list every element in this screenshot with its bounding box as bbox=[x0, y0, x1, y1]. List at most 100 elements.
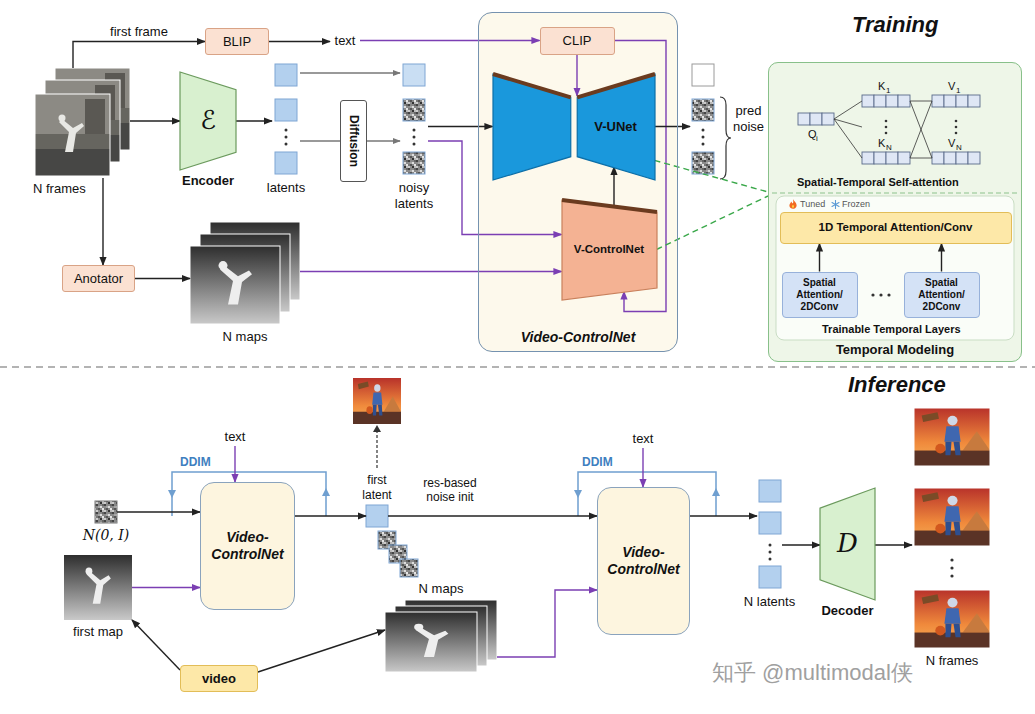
panel-fill bbox=[776, 196, 1014, 340]
connector bbox=[73, 42, 205, 69]
legend-text: Tuned bbox=[800, 199, 825, 210]
first-map bbox=[64, 555, 132, 620]
model-box: CLIP bbox=[540, 27, 615, 55]
label: Inference bbox=[848, 372, 946, 398]
node-text: latents bbox=[267, 180, 305, 196]
text-holder: N frames bbox=[33, 181, 86, 197]
connector bbox=[236, 120, 272, 121]
label: i bbox=[816, 134, 818, 144]
first-map bbox=[64, 555, 132, 620]
latent-squares bbox=[692, 64, 714, 86]
text-holder: N(0, I) bbox=[83, 527, 130, 544]
node-text: Decoder bbox=[821, 603, 873, 619]
node-text: text bbox=[225, 429, 246, 445]
attention-links bbox=[834, 101, 862, 119]
node-text: N maps bbox=[419, 581, 464, 597]
ddim-arrowhead bbox=[168, 490, 176, 498]
ellipsis-dots bbox=[950, 574, 953, 577]
attention-cells bbox=[968, 95, 980, 107]
attention-links bbox=[910, 101, 932, 102]
attention-cells bbox=[932, 95, 944, 107]
connector bbox=[132, 620, 180, 670]
node-text: N frames bbox=[926, 653, 979, 669]
image-stack: N maps bbox=[190, 222, 300, 325]
outline-part bbox=[493, 74, 571, 97]
panel-fill bbox=[478, 12, 678, 352]
label: V bbox=[948, 80, 955, 93]
text-holder: K bbox=[878, 80, 885, 93]
connector bbox=[117, 511, 200, 512]
ellipsis-dots bbox=[769, 551, 772, 554]
depth-maps bbox=[385, 600, 497, 672]
node-text: Spatial Attention/ 2DConv bbox=[913, 277, 971, 313]
text-holder: DDIM bbox=[582, 455, 613, 469]
text-holder: N frames bbox=[926, 653, 979, 669]
node-text: first latent bbox=[362, 473, 391, 502]
connector bbox=[367, 140, 400, 141]
node-text: video bbox=[202, 671, 236, 687]
connector bbox=[642, 448, 643, 487]
text-holder: Encoder bbox=[182, 173, 234, 189]
latent-squares bbox=[403, 64, 425, 86]
attention-cells bbox=[874, 152, 886, 164]
label: res-based noise init bbox=[418, 476, 482, 505]
text-holder: DDIM bbox=[180, 455, 211, 469]
connector bbox=[135, 278, 190, 279]
node-text: pred noise bbox=[733, 103, 764, 134]
attention-links bbox=[910, 158, 932, 159]
model-box: Video-ControlNet bbox=[597, 487, 690, 635]
label: DDIM bbox=[180, 455, 211, 469]
text-node: text bbox=[220, 428, 250, 446]
latent-squares bbox=[403, 99, 425, 121]
text-holder: Video-ControlNet bbox=[521, 329, 636, 346]
node-text: V-UNet bbox=[594, 119, 637, 135]
node-text: Temporal Modeling bbox=[836, 342, 954, 358]
text-holder: Q bbox=[808, 128, 817, 141]
latent-squares bbox=[275, 99, 297, 121]
text-holder: V bbox=[948, 137, 955, 150]
panel-fill bbox=[478, 12, 1022, 362]
node-text: 1D Temporal Attention/Conv bbox=[819, 221, 973, 235]
attention-cells bbox=[898, 95, 910, 107]
generated-frame bbox=[914, 590, 990, 648]
text-holder: N maps bbox=[419, 581, 464, 597]
depth-maps bbox=[190, 246, 280, 324]
node-text: first map bbox=[73, 624, 123, 640]
node-text: D bbox=[837, 528, 858, 559]
connector bbox=[360, 40, 540, 41]
label: 1 bbox=[956, 86, 960, 96]
depth-maps bbox=[385, 612, 477, 672]
noise-sample: N(0, I) bbox=[95, 501, 117, 523]
node-text: N maps bbox=[223, 329, 268, 345]
text-holder: Trainable Temporal Layers bbox=[822, 323, 961, 336]
text-holder: pred noise bbox=[733, 103, 764, 134]
controlnet-shape: V-ControlNet bbox=[562, 200, 657, 300]
layer-box: Spatial Attention/ 2DConv bbox=[782, 272, 858, 318]
text-holder: Frozen bbox=[842, 199, 870, 210]
generated-frame bbox=[353, 378, 401, 424]
ellipsis-dots bbox=[285, 136, 288, 139]
layer-box: 1D Temporal Attention/Conv bbox=[780, 212, 1012, 244]
panel-fill bbox=[768, 62, 1022, 362]
latent-squares bbox=[275, 152, 297, 174]
model-box: Anotator bbox=[62, 265, 135, 292]
ellipsis-dots bbox=[413, 129, 416, 132]
ddim-arrowhead bbox=[712, 488, 720, 496]
image: first map bbox=[64, 555, 132, 620]
attention-links bbox=[910, 101, 932, 158]
ellipsis-dots bbox=[885, 126, 888, 129]
outline-part bbox=[493, 74, 571, 180]
attention-cells bbox=[956, 95, 968, 107]
status-icon bbox=[832, 200, 839, 208]
text-holder: N bbox=[886, 143, 892, 153]
decoder-trapezoid: DDecoder bbox=[820, 488, 875, 600]
text-holder: Decoder bbox=[821, 603, 873, 619]
label: DDIM bbox=[582, 455, 613, 469]
module-frame: Video-ControlNet CLIP V-UNetV-ControlNet bbox=[478, 12, 678, 352]
panel-fill bbox=[772, 192, 1018, 193]
ellipsis-dots bbox=[885, 132, 888, 135]
connector bbox=[258, 630, 385, 672]
outline-part bbox=[577, 74, 655, 97]
encoder-trapezoid: ℰEncoder bbox=[180, 72, 236, 170]
